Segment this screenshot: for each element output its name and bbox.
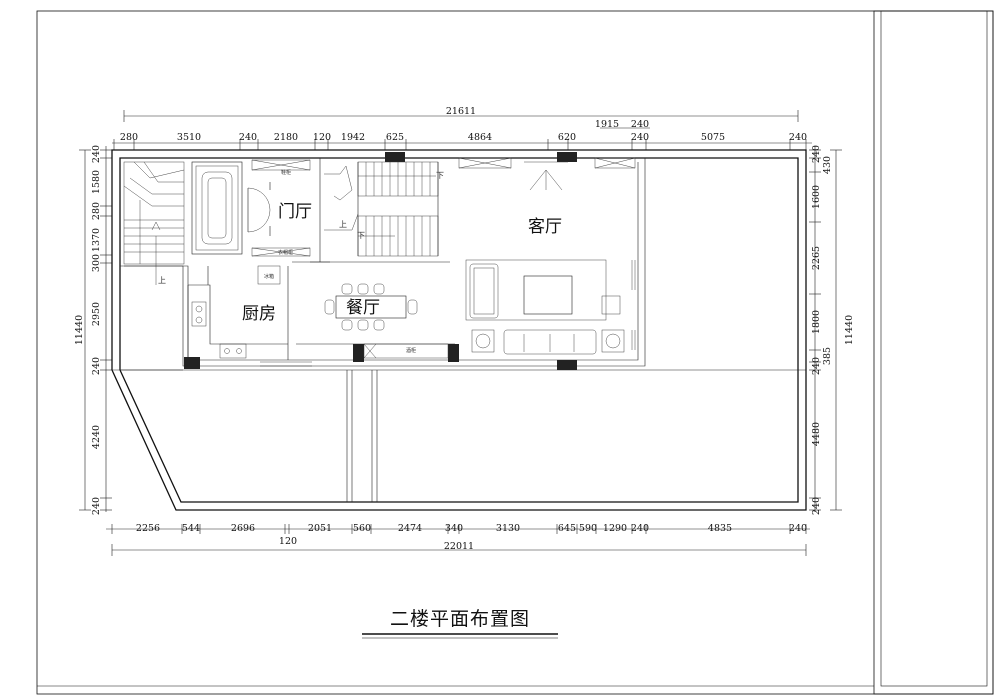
dim-top-overall: 21611 bbox=[446, 106, 476, 117]
stairs-center bbox=[324, 161, 439, 257]
dim-label: 340 bbox=[445, 523, 463, 534]
dim-label: 300 bbox=[91, 254, 102, 272]
dim-label: 4835 bbox=[708, 523, 732, 534]
exterior-walls bbox=[111, 149, 807, 511]
dim-label: 1580 bbox=[91, 170, 102, 194]
bathroom-fixture bbox=[191, 161, 243, 255]
dim-label: 1942 bbox=[341, 132, 365, 143]
dim-label: 280 bbox=[91, 202, 102, 220]
dim-label: 1370 bbox=[91, 228, 102, 252]
dim-label: 560 bbox=[353, 523, 371, 534]
dim-label: 2180 bbox=[274, 132, 298, 143]
dim-label: 2256 bbox=[136, 523, 160, 534]
stair-label-up: 上 bbox=[339, 220, 347, 229]
dim-label: 5075 bbox=[701, 132, 725, 143]
top-dimension-chain bbox=[112, 110, 812, 150]
drawing-title: 二楼平面布置图 bbox=[390, 608, 530, 630]
left-dimension-chain bbox=[79, 146, 112, 512]
label-fridge: 冰箱 bbox=[264, 273, 274, 280]
dim-label: 240 bbox=[789, 132, 807, 143]
dim-label: 280 bbox=[120, 132, 138, 143]
title-block-frame bbox=[873, 10, 994, 695]
stair-label-down: 下 bbox=[436, 171, 444, 180]
stairs-left bbox=[123, 161, 185, 285]
bottom-dimension-chain bbox=[106, 524, 810, 556]
dim-label: 4480 bbox=[811, 422, 822, 446]
dim-label: 1290 bbox=[603, 523, 627, 534]
dim-label: 120 bbox=[313, 132, 331, 143]
dim-label: 240 bbox=[789, 523, 807, 534]
dim-label: 4240 bbox=[91, 425, 102, 449]
top-dim-labels: 280 3510 240 2180 120 1942 625 4864 620 … bbox=[120, 132, 807, 143]
title-block-inner bbox=[880, 10, 988, 687]
living-area bbox=[458, 157, 636, 355]
foyer-area bbox=[247, 158, 330, 263]
stair-label-down: 下 bbox=[357, 231, 365, 240]
room-label-living: 客厅 bbox=[528, 217, 562, 237]
structural-columns bbox=[184, 152, 577, 370]
dim-label: 240 bbox=[631, 523, 649, 534]
room-label-foyer: 门厅 bbox=[278, 202, 312, 222]
bottom-dim-labels: 2256 544 2696 2051 560 2474 340 3130 645… bbox=[136, 523, 807, 534]
dim-bottom-overall: 22011 bbox=[444, 541, 474, 552]
dim-label: 240 bbox=[811, 357, 822, 375]
dim-label: 1800 bbox=[811, 310, 822, 334]
dim-label: 2696 bbox=[231, 523, 255, 534]
right-dimension-chain bbox=[809, 146, 842, 512]
dim-label: 240 bbox=[811, 145, 822, 163]
dim-label: 4864 bbox=[468, 132, 492, 143]
dim-label: 1600 bbox=[811, 185, 822, 209]
dining-area bbox=[292, 261, 455, 359]
dim-label: 240 bbox=[91, 145, 102, 163]
dim-label: 240 bbox=[239, 132, 257, 143]
dim-label: 2950 bbox=[91, 302, 102, 326]
dim-label: 590 bbox=[579, 523, 597, 534]
dim-label: 620 bbox=[558, 132, 576, 143]
dim-label: 240 bbox=[811, 497, 822, 515]
dim-left-overall: 11440 bbox=[74, 315, 85, 345]
dim-label: 430 bbox=[822, 156, 833, 174]
room-label-kitchen: 厨房 bbox=[242, 304, 276, 324]
dim-label: 2051 bbox=[308, 523, 332, 534]
dim-label: 645 bbox=[558, 523, 576, 534]
dim-label: 544 bbox=[182, 523, 200, 534]
dim-label: 240 bbox=[91, 497, 102, 515]
dim-right-overall: 11440 bbox=[844, 315, 855, 345]
dim-label: 240 bbox=[631, 132, 649, 143]
dim-label: 240 bbox=[91, 357, 102, 375]
label-cloak-cabinet: 衣帽柜 bbox=[278, 249, 293, 256]
room-label-dining: 餐厅 bbox=[346, 298, 380, 318]
dim-label: 625 bbox=[386, 132, 404, 143]
dim-label: 2265 bbox=[811, 246, 822, 270]
dim-label: 2474 bbox=[398, 523, 422, 534]
outer-frame bbox=[36, 10, 994, 695]
dim-top-extra: 240 bbox=[631, 119, 649, 130]
dim-label: 3130 bbox=[496, 523, 520, 534]
dim-label: 385 bbox=[822, 347, 833, 365]
stair-label-up: 上 bbox=[158, 276, 166, 285]
kitchen-area bbox=[187, 265, 312, 367]
dim-bottom-extra: 120 bbox=[279, 536, 297, 547]
dim-top-extra: 1915 bbox=[595, 119, 619, 130]
label-shoe-cabinet: 鞋柜 bbox=[281, 169, 291, 176]
dim-label: 3510 bbox=[177, 132, 201, 143]
label-wine-cabinet: 酒柜 bbox=[406, 347, 416, 354]
